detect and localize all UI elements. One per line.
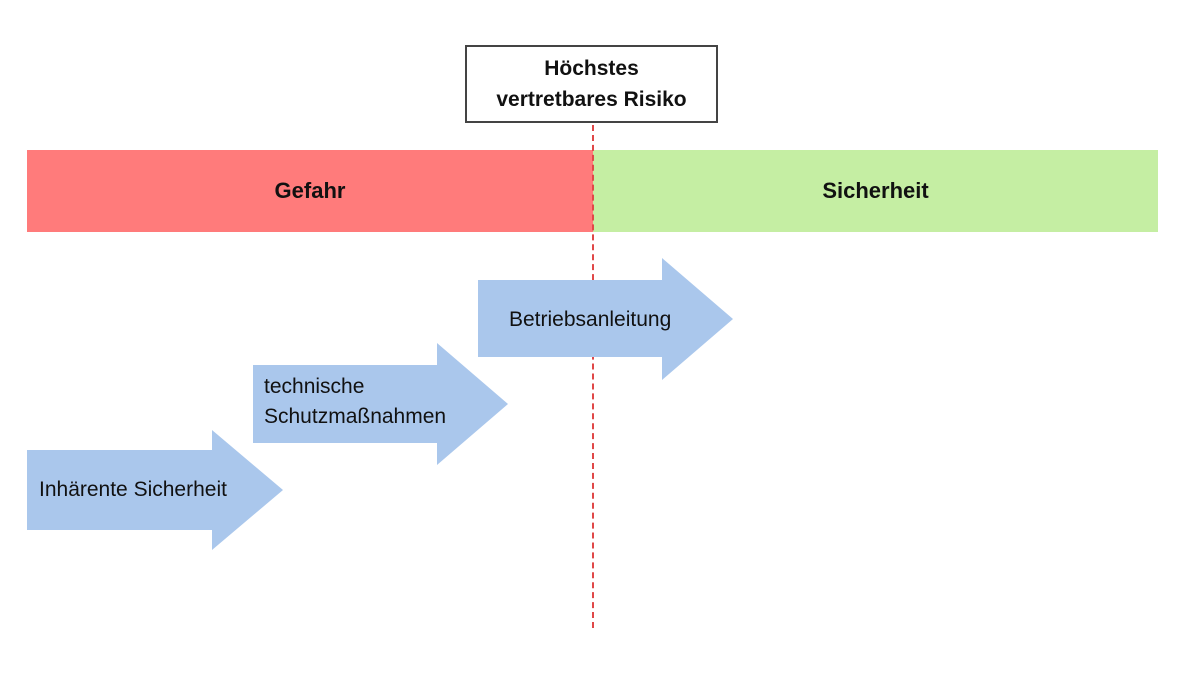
threshold-label-line1: Höchstes (544, 57, 639, 80)
step-arrow-inherent-safety: Inhärente Sicherheit (27, 430, 283, 550)
step-label-line: Betriebsanleitung (509, 308, 672, 331)
step-label-line: technische (264, 375, 365, 398)
arrow-shape-icon (27, 430, 283, 550)
safety-zone-label: Sicherheit (822, 178, 929, 203)
danger-zone: Gefahr (27, 150, 593, 232)
safety-zone: Sicherheit (593, 150, 1158, 232)
arrow-shape-icon (478, 258, 733, 380)
step-label-line: Inhärente Sicherheit (39, 478, 227, 501)
step-arrow-technical-protection: technische Schutzmaßnahmen (253, 343, 508, 465)
step-arrow-operating-instructions: Betriebsanleitung (478, 258, 733, 380)
step-label: technische Schutzmaßnahmen (264, 372, 446, 432)
danger-zone-label: Gefahr (274, 178, 346, 203)
step-label: Inhärente Sicherheit (39, 475, 227, 505)
arrow-shape-icon (253, 343, 508, 465)
step-label: Betriebsanleitung (509, 305, 671, 335)
threshold-label-line2: vertretbares Risiko (496, 88, 687, 111)
step-label-line: Schutzmaßnahmen (264, 405, 447, 428)
risk-threshold-line (592, 125, 594, 628)
max-acceptable-risk-box: Höchstes vertretbares Risiko (465, 45, 718, 123)
